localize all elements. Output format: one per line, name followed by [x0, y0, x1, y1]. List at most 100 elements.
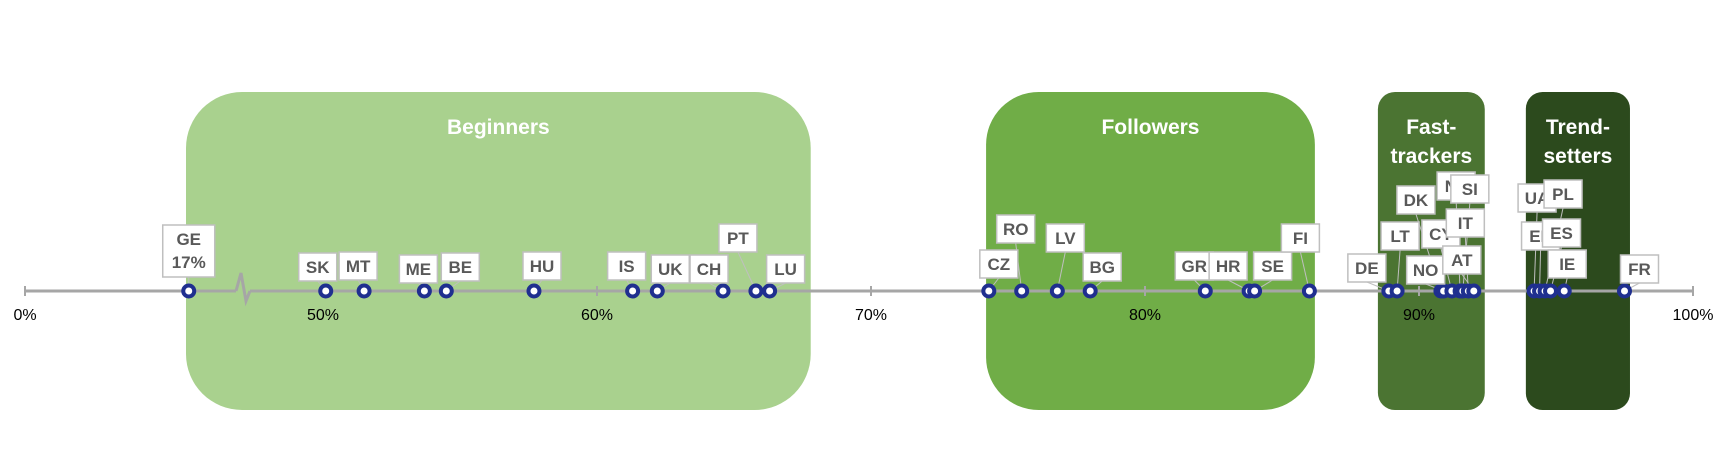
data-point-cz: [981, 283, 997, 299]
data-label-ch: CH: [697, 260, 722, 279]
data-label-box-si: [1450, 174, 1490, 204]
data-label-box-me: [398, 254, 439, 284]
data-label-bg: BG: [1089, 258, 1115, 277]
data-label-ie: IE: [1559, 255, 1575, 274]
data-label-fr: FR: [1628, 260, 1651, 279]
data-label-de: DE: [1355, 259, 1379, 278]
data-label-sk: SK: [306, 258, 330, 277]
data-label-ua: UA: [1525, 189, 1550, 208]
data-point-uk: [649, 283, 665, 299]
x-tick-label: 50%: [307, 307, 339, 324]
group-label-followers: Followers: [1101, 116, 1199, 139]
x-tick-label: 0%: [13, 307, 36, 324]
data-point-ro: [1014, 283, 1030, 299]
group-label-beginners: Beginners: [447, 116, 550, 139]
data-label-box-no: [1405, 255, 1446, 285]
data-label-box-es: [1541, 218, 1582, 248]
data-label-box-pl: [1543, 179, 1583, 209]
data-label-box-de: [1347, 253, 1387, 283]
data-label-lv: LV: [1055, 229, 1076, 248]
data-label-box-fi: [1280, 223, 1321, 253]
data-label-box-ge: [161, 224, 216, 278]
data-label-box-is: [606, 251, 647, 281]
data-label-box-ro: [995, 214, 1036, 244]
data-label-se: SE: [1261, 257, 1284, 276]
data-label-hr: HR: [1216, 257, 1241, 276]
x-tick-label: 80%: [1129, 307, 1161, 324]
data-label-ro: RO: [1003, 220, 1029, 239]
data-label-es: ES: [1550, 224, 1573, 243]
data-label-me: ME: [406, 260, 432, 279]
data-point-pt: [748, 283, 764, 299]
data-point-be: [438, 283, 454, 299]
data-point-lt: [1389, 283, 1405, 299]
data-label-lu: LU: [774, 260, 797, 279]
data-point-se: [1247, 283, 1263, 299]
data-point-mt: [356, 283, 372, 299]
data-label-value-ge: 17%: [172, 253, 206, 272]
axis-break-mark: [234, 272, 252, 307]
data-label-cz: CZ: [987, 255, 1010, 274]
group-band-followers: [986, 92, 1315, 410]
data-label-box-at: [1442, 245, 1482, 275]
data-label-box-ch: [689, 254, 729, 284]
data-label-si: SI: [1462, 180, 1478, 199]
data-label-box-uk: [650, 254, 691, 284]
data-point-ie: [1556, 283, 1572, 299]
x-tick-label: 60%: [581, 307, 613, 324]
data-label-uk: UK: [658, 260, 683, 279]
data-point-hu: [526, 283, 542, 299]
data-label-ge: GE: [176, 230, 201, 249]
data-label-box-fr: [1619, 254, 1660, 284]
data-label-box-ie: [1547, 249, 1587, 279]
data-label-pt: PT: [727, 229, 749, 248]
data-label-be: BE: [448, 258, 472, 277]
data-point-is: [625, 283, 641, 299]
group-label-trend-setters: Trend-: [1546, 116, 1610, 139]
data-label-box-be: [440, 252, 481, 282]
data-points: [181, 283, 1632, 299]
data-label-fi: FI: [1293, 229, 1308, 248]
data-point-ch: [715, 283, 731, 299]
data-point-fr: [1617, 283, 1632, 299]
data-point-sk: [318, 283, 334, 299]
data-point-at: [1466, 283, 1482, 299]
data-point-lv: [1049, 283, 1065, 299]
data-label-box-se: [1252, 251, 1293, 281]
data-label-dk: DK: [1404, 191, 1429, 210]
x-tick-label: 100%: [1673, 307, 1714, 324]
data-point-bg: [1082, 283, 1098, 299]
data-label-box-hr: [1208, 251, 1248, 281]
data-label-hu: HU: [530, 257, 555, 276]
group-band-beginners: [186, 92, 811, 410]
data-label-mt: MT: [346, 257, 371, 276]
data-label-box-lu: [765, 254, 806, 284]
x-tick-label: 70%: [855, 307, 887, 324]
data-label-box-mt: [338, 251, 378, 281]
data-label-it: IT: [1458, 214, 1474, 233]
data-point-es: [1543, 283, 1559, 299]
data-point-me: [416, 283, 432, 299]
data-point-lu: [762, 283, 778, 299]
data-label-box-hu: [522, 251, 562, 281]
data-point-fi: [1301, 283, 1317, 299]
data-label-no: NO: [1413, 261, 1439, 280]
group-bands: Beginners Followers Fast-trackers Trend-set…: [186, 92, 1630, 410]
data-label-box-cz: [979, 249, 1019, 279]
data-label-box-sk: [297, 252, 338, 282]
data-label-box-lv: [1045, 223, 1086, 253]
data-point-ge: [181, 283, 197, 299]
data-label-at: AT: [1451, 251, 1473, 270]
group-label-fast-trackers: Fast-: [1406, 116, 1456, 139]
data-label-box-dk: [1396, 185, 1436, 215]
data-label-box-lt: [1380, 221, 1420, 251]
group-label-trend-setters: setters: [1543, 145, 1612, 168]
data-label-box-pt: [718, 223, 758, 253]
data-label-box-bg: [1082, 252, 1122, 282]
data-label-is: IS: [619, 257, 635, 276]
data-label-box-it: [1445, 208, 1486, 238]
group-label-fast-trackers: trackers: [1390, 145, 1472, 168]
x-tick-label: 90%: [1403, 307, 1435, 324]
